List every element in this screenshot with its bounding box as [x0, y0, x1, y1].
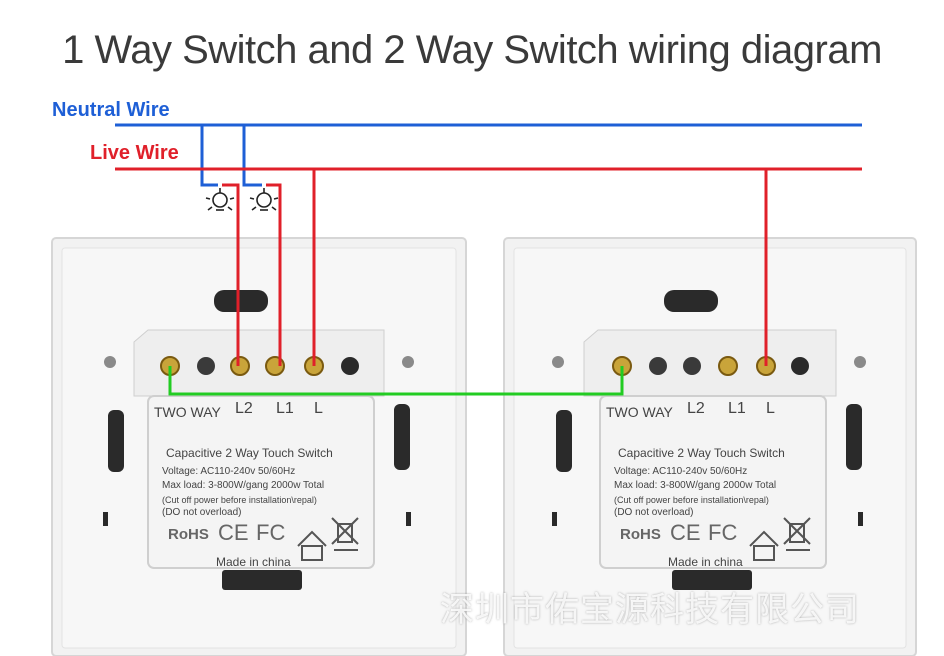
warning-power: (Cut off power before installation\repal…: [614, 495, 769, 505]
house-icon: [297, 530, 327, 561]
rohs-mark: RoHS: [620, 526, 661, 543]
weee-bin-icon: [783, 517, 811, 551]
terminal-label-l2: L2: [687, 400, 705, 417]
terminal-label-l: L: [766, 400, 775, 417]
warning-power: (Cut off power before installation\repal…: [162, 495, 317, 505]
fc-mark: FC: [256, 520, 286, 545]
rohs-mark: RoHS: [168, 526, 209, 543]
light-bulb-icon: [205, 188, 235, 211]
neutral-wire-label: Neutral Wire: [52, 99, 170, 121]
right-switch-module: [583, 329, 837, 590]
voltage-spec: Voltage: AC110-240v 50/60Hz: [614, 466, 748, 477]
traveler-wire: [168, 366, 624, 396]
voltage-spec: Voltage: AC110-240v 50/60Hz: [162, 466, 296, 477]
light-bulb-icon: [249, 188, 279, 211]
terminal-label-l: L: [314, 400, 323, 417]
diagram-title: 1 Way Switch and 2 Way Switch wiring dia…: [62, 28, 882, 72]
made-in-label: Made in china: [668, 555, 743, 569]
product-name: Capacitive 2 Way Touch Switch: [618, 446, 785, 460]
terminal-label-l2: L2: [235, 400, 253, 417]
live-wire-label: Live Wire: [90, 142, 179, 164]
house-icon: [749, 530, 779, 561]
switch-type-label: TWO WAY: [606, 404, 673, 420]
warning-overload: (DO not overload): [614, 507, 694, 518]
left-switch-module: [133, 329, 385, 590]
company-watermark: 深圳市佑宝源科技有限公司: [440, 590, 860, 630]
made-in-label: Made in china: [216, 555, 291, 569]
product-name: Capacitive 2 Way Touch Switch: [166, 446, 333, 460]
terminal-label-l1: L1: [276, 400, 294, 417]
max-load-spec: Max load: 3-800W/gang 2000w Total: [614, 480, 777, 491]
fc-mark: FC: [708, 520, 738, 545]
ce-mark: CE: [218, 520, 249, 545]
warning-overload: (DO not overload): [162, 507, 242, 518]
terminal-label-l1: L1: [728, 400, 746, 417]
live-wires: [115, 167, 862, 366]
ce-mark: CE: [670, 520, 701, 545]
max-load-spec: Max load: 3-800W/gang 2000w Total: [162, 480, 325, 491]
switch-type-label: TWO WAY: [154, 404, 221, 420]
weee-bin-icon: [331, 517, 359, 551]
neutral-wires: [115, 123, 862, 187]
